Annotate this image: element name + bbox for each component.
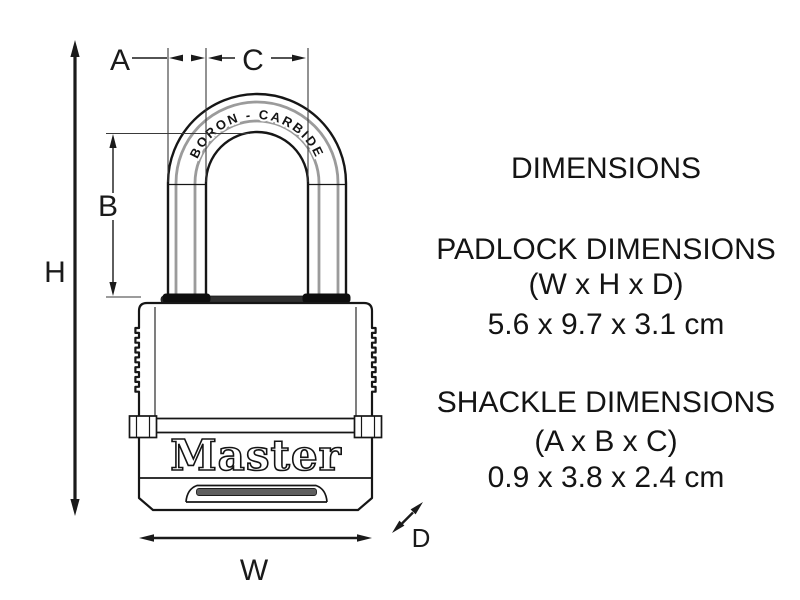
band-tab-right-detail: [360, 416, 376, 438]
d-label: D: [412, 523, 431, 553]
b-extension-lines: [106, 132, 250, 298]
info-panel: DIMENSIONS PADLOCK DIMENSIONS (W x H x D…: [436, 152, 776, 494]
band-tab-left: [128, 415, 158, 439]
band-tab-left-detail: [135, 416, 151, 438]
a-arrow-right: [191, 54, 205, 62]
brand-logo: Master: [170, 431, 342, 480]
a-label: A: [110, 44, 130, 77]
body-inner-contours: [154, 307, 357, 417]
b-label: B: [98, 190, 118, 223]
padlock-dimensions-heading: PADLOCK DIMENSIONS: [436, 233, 776, 266]
shackle-highlight-outer: [174, 100, 340, 298]
padlock-body: Master: [128, 293, 383, 512]
h-arrow-top: [70, 40, 80, 57]
body-outline: [134, 301, 377, 512]
b-arrow-bottom: [109, 282, 117, 296]
d-arrow-lower: [392, 520, 405, 533]
w-label: W: [240, 554, 269, 587]
c-label: C: [242, 44, 264, 77]
shackle-highlight-inner: [193, 119, 321, 298]
dimension-d: D: [392, 502, 430, 553]
h-arrow-bottom: [70, 499, 80, 516]
dial-slot-bar: [196, 488, 317, 496]
c-arrow-left: [208, 54, 222, 62]
shackle-contour-outer: [166, 92, 348, 298]
a-arrow-left: [169, 54, 183, 62]
panel-title: DIMENSIONS: [511, 152, 701, 185]
dimension-h: H: [44, 40, 80, 516]
dimension-w: W: [139, 534, 372, 587]
shackle: BORON - CARBIDE: [166, 92, 348, 298]
dimension-b: B: [98, 132, 250, 298]
dimension-annotations: A C B H W: [44, 40, 430, 587]
w-arrow-right: [357, 534, 372, 542]
body-band-lines: [139, 417, 372, 434]
shackle-contour-inner: [204, 130, 310, 298]
d-dimension-line: [401, 511, 414, 525]
d-arrow-upper: [410, 502, 423, 515]
band-tab-right: [353, 415, 383, 439]
padlock-dimensions-value: 5.6 x 9.7 x 3.1 cm: [488, 308, 725, 341]
dimension-c: C: [208, 44, 306, 77]
shackle-tube-fill: [167, 93, 347, 298]
shackle-pad-left: [162, 293, 211, 303]
shackle-dimensions-value: 0.9 x 3.8 x 2.4 cm: [488, 461, 725, 494]
b-arrow-top: [109, 134, 117, 148]
padlock-dimensions-formula: (W x H x D): [529, 268, 684, 301]
shackle-dimensions-formula: (A x B x C): [534, 425, 677, 458]
shackle-pad-right: [302, 293, 351, 303]
w-arrow-left: [139, 534, 154, 542]
dimension-a: A: [110, 44, 205, 77]
c-arrow-right: [292, 54, 306, 62]
h-label: H: [44, 256, 66, 289]
extension-lines-ac: [167, 48, 309, 182]
shackle-dimensions-heading: SHACKLE DIMENSIONS: [437, 386, 775, 419]
